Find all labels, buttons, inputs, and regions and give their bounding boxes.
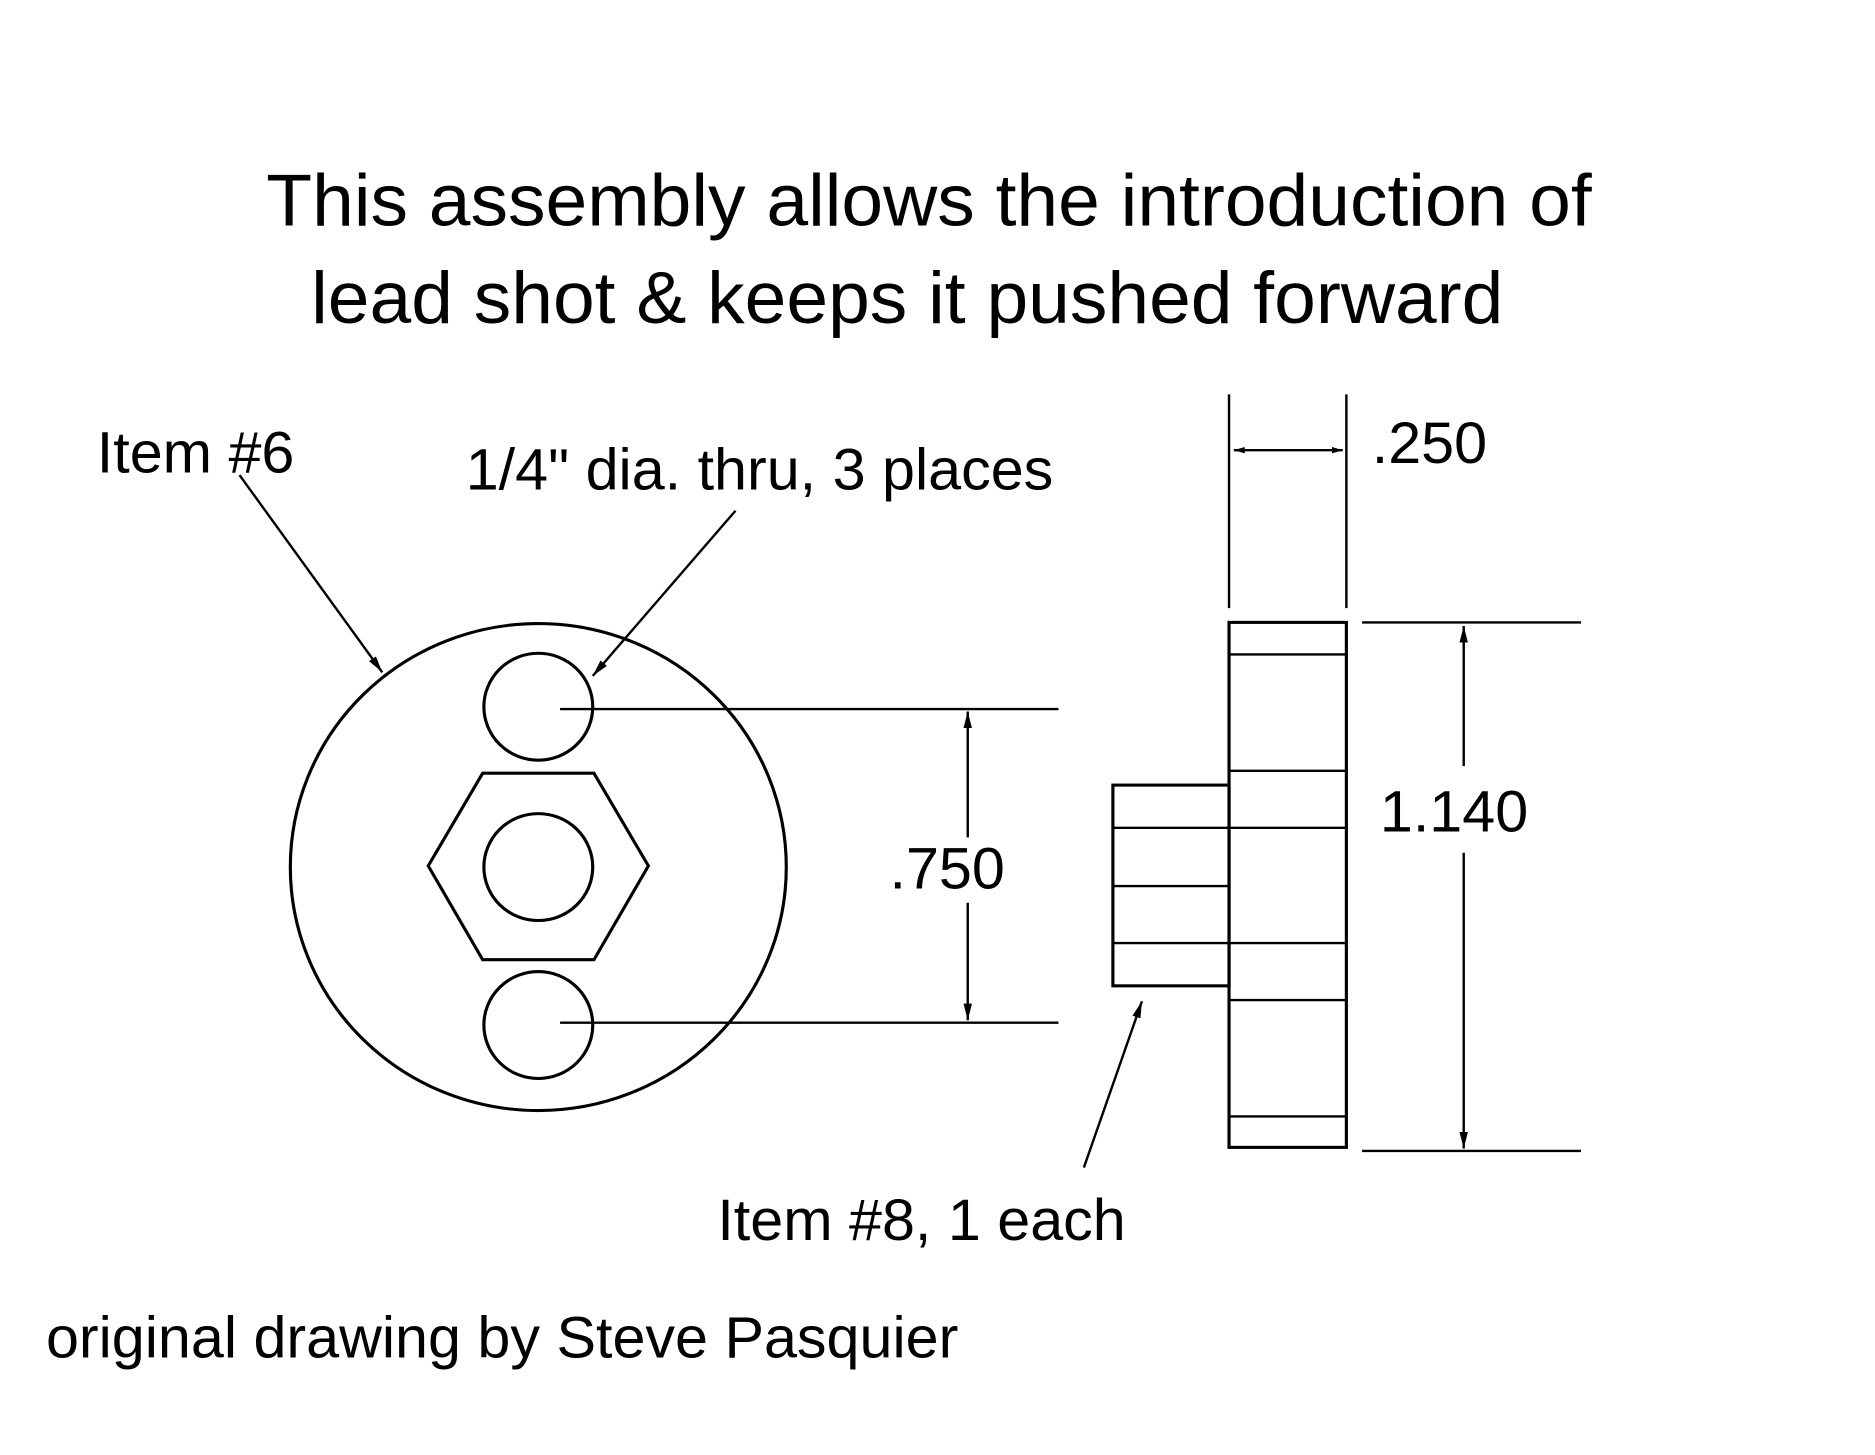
hex-nut xyxy=(426,771,651,962)
front-view: .750 xyxy=(288,622,1059,1113)
dim-height: 1.140 xyxy=(1380,780,1528,844)
dim-hole-spacing: .750 xyxy=(890,837,1005,901)
label-holes: 1/4" dia. thru, 3 places xyxy=(466,438,1054,502)
center-hole xyxy=(482,812,595,923)
title-line-1: This assembly allows the introduction of xyxy=(266,159,1592,241)
top-hole xyxy=(482,651,595,762)
leader-item-6 xyxy=(238,474,384,673)
label-item-8: Item #8, 1 each xyxy=(717,1188,1125,1252)
title-line-2: lead shot & keeps it pushed forward xyxy=(311,257,1503,339)
side-view: .250 1.140 xyxy=(1111,394,1582,1153)
disc-side xyxy=(1227,620,1348,1149)
credit-text: original drawing by Steve Pasquier xyxy=(46,1306,958,1370)
dim-thickness: .250 xyxy=(1372,412,1487,476)
leader-holes xyxy=(591,509,737,677)
bottom-hole xyxy=(482,970,595,1081)
label-item-6: Item #6 xyxy=(97,421,295,485)
leader-item-8 xyxy=(1082,1000,1144,1168)
disc-outline xyxy=(288,622,788,1113)
